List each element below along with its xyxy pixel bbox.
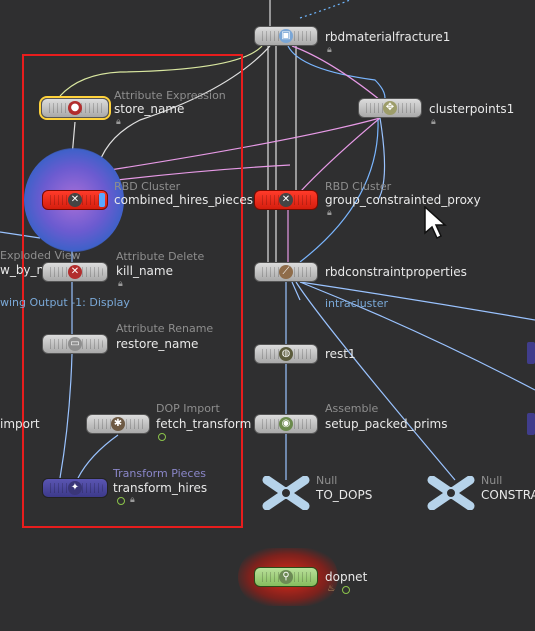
cluster-icon: ✥ [383,101,397,115]
node-label-to_dops: TO_DOPS [316,488,373,502]
display-flag-icon [158,433,166,441]
constraint-icon: ⟋ [279,265,293,279]
node-type-combined: RBD Cluster [114,180,181,193]
lock-icon: 🔒︎ [327,45,332,55]
node-rbdconstraintproperties[interactable]: ⟋ [254,262,318,282]
node-type-setup_packed: Assemble [325,402,379,415]
node-group_constrainted_proxy[interactable]: ✕ [254,190,318,210]
node-to_dops-null[interactable] [261,476,311,510]
node-label-exploded: w_by_n [0,263,45,277]
node-label-transform_hires: transform_hires [113,481,208,495]
node-label-import: import [0,417,40,431]
node-label-dopnet: dopnet [325,570,368,584]
node-combined_hires_pieces[interactable]: ✕ [42,190,108,210]
node-kill_name[interactable]: ✕ [42,262,108,282]
lock-icon: 🔒︎ [116,117,121,127]
lock-icon: 🔒︎ [130,495,135,505]
dop-import-icon: ✱ [111,417,125,431]
rbd-cluster-icon: ✕ [279,193,293,207]
node-setup_packed_prims[interactable]: ◉ [254,414,318,434]
node-label-restore_name: restore_name [116,337,199,351]
offscreen-node-edge[interactable] [527,342,535,364]
node-dopnet[interactable]: ⚲ [254,567,318,587]
node-label-constra: CONSTRA [481,488,535,502]
node-type-exploded: Exploded View [0,249,81,262]
node-type-store_name: Attribute Expression [114,89,226,102]
node-type-group_constrainted: RBD Cluster [325,180,392,193]
node-label-clusterpoints1: clusterpoints1 [429,102,515,116]
rest-icon: ◍ [279,347,293,361]
rename-icon: ▭ [68,337,82,351]
node-type-constra: Null [481,474,503,487]
fire-icon: ♨ [327,584,336,594]
display-flag-icon [342,586,350,594]
node-transform_hires[interactable]: ✦ [42,478,108,498]
selection-rectangle [22,54,243,528]
node-label-rbdmaterialfracture1: rbdmaterialfracture1 [325,30,451,44]
node-label-rest1: rest1 [325,347,356,361]
node-restore_name[interactable]: ▭ [42,334,108,354]
node-rest1[interactable]: ◍ [254,344,318,364]
node-type-kill_name: Attribute Delete [116,250,205,263]
assemble-icon: ◉ [279,417,293,431]
delete-icon: ✕ [68,265,82,279]
wire-label-display: wing Output -1: Display [0,296,130,309]
node-label-fetch_transform: fetch_transform [156,417,252,431]
wire-label-intracluster: intracluster [325,297,389,310]
node-label-combined: combined_hires_pieces [114,193,253,207]
node-label-rbdconstraint: rbdconstraintproperties [325,265,467,279]
offscreen-node-edge[interactable] [527,413,535,435]
node-type-restore_name: Attribute Rename [116,322,214,335]
node-constra-null[interactable] [426,476,476,510]
node-clusterpoints1[interactable]: ✥ [358,98,422,118]
node-type-to_dops: Null [316,474,338,487]
node-label-setup_packed: setup_packed_prims [325,417,448,431]
node-type-fetch_transform: DOP Import [156,402,220,415]
mouse-pointer-icon [424,206,447,240]
dopnet-icon: ⚲ [279,570,293,584]
transform-pieces-icon: ✦ [68,481,82,495]
expression-icon: ● [68,101,82,115]
rbd-cluster-icon: ✕ [68,193,82,207]
node-rbdmaterialfracture1[interactable]: ▣ [254,26,318,46]
display-flag-icon [117,497,125,505]
node-type-transform_hires: Transform Pieces [113,467,206,480]
fracture-icon: ▣ [279,29,293,43]
node-store_name[interactable]: ● [41,98,109,118]
node-label-kill_name: kill_name [116,264,173,278]
node-label-group_constrainted: group_constrainted_proxy [325,193,481,207]
lock-icon: 🔒︎ [327,208,332,218]
node-fetch_transform[interactable]: ✱ [86,414,150,434]
node-label-store_name: store_name [114,102,185,116]
lock-icon: 🔒︎ [431,117,436,127]
lock-icon: 🔒︎ [118,279,123,289]
